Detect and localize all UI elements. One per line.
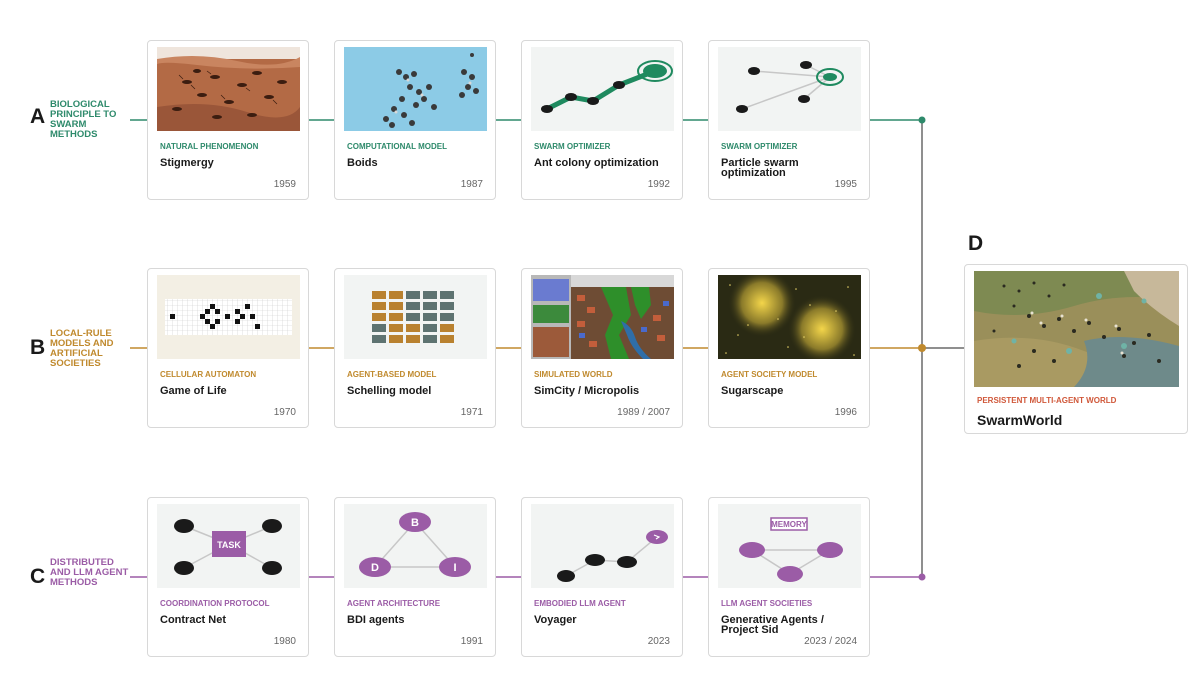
belief-node-label: B <box>411 517 419 529</box>
category-label: COORDINATION PROTOCOL <box>160 599 270 608</box>
method-name: Schelling model <box>347 385 432 397</box>
year-label: 1989 / 2007 <box>617 407 670 418</box>
method-name: Contract Net <box>160 614 227 626</box>
card-simcity: SIMULATED WORLD SimCity / Micropolis 198… <box>521 268 683 428</box>
card-stigmergy: NATURAL PHENOMENON Stigmergy 1959 <box>147 40 309 200</box>
junction-a <box>918 116 926 124</box>
task-node-label: TASK <box>217 540 241 550</box>
card-ant-colony: SWARM OPTIMIZER Ant colony optimization … <box>521 40 683 200</box>
row-title-a: BIOLOGICAL PRINCIPLE TO SWARM METHODS <box>50 99 117 140</box>
method-name: SimCity / Micropolis <box>534 385 640 397</box>
year-label: 2023 <box>647 636 670 647</box>
boids-flock-image <box>344 47 487 131</box>
category-label: EMBODIED LLM AGENT <box>534 599 626 608</box>
row-letter-c: C <box>30 565 46 588</box>
category-label: COMPUTATIONAL MODEL <box>347 142 447 151</box>
year-label: 1970 <box>273 407 296 418</box>
memory-node-label: MEMORY <box>771 520 807 529</box>
final-method-name: SwarmWorld <box>977 412 1063 428</box>
card-contract-net: TASK COORDINATION PROTOCOL Contract Net … <box>147 497 309 657</box>
agent-society-diagram: MEMORY <box>718 504 861 588</box>
year-label: 1980 <box>273 636 296 647</box>
method-name: BDI agents <box>347 614 405 626</box>
card-sugarscape: AGENT SOCIETY MODEL Sugarscape 1996 <box>708 268 870 428</box>
method-name: Voyager <box>534 614 577 626</box>
card-bdi: B D I AGENT ARCHITECTURE BDI agents 1991 <box>334 497 496 657</box>
year-label: 2023 / 2024 <box>804 636 857 647</box>
junction-b <box>918 344 926 352</box>
row-title-c: DISTRIBUTED AND LLM AGENT METHODS <box>50 557 129 588</box>
category-label: NATURAL PHENOMENON <box>160 142 259 151</box>
ants-photo <box>157 47 300 131</box>
card-swarmworld: PERSISTENT MULTI-AGENT WORLD SwarmWorld <box>964 264 1188 434</box>
card-game-of-life: CELLULAR AUTOMATON Game of Life 1970 <box>147 268 309 428</box>
method-name: Stigmergy <box>160 157 214 169</box>
card-generative-agents: MEMORY LLM AGENT SOCIETIES Generative Ag… <box>708 497 870 657</box>
simcity-map-image <box>531 275 674 359</box>
year-label: 1991 <box>460 636 483 647</box>
desire-node-label: D <box>371 562 379 574</box>
year-label: 1995 <box>834 179 857 190</box>
method-name: Game of Life <box>160 385 227 397</box>
year-label: 1959 <box>273 179 296 190</box>
category-label: CELLULAR AUTOMATON <box>160 370 257 379</box>
row-title-b: LOCAL-RULE MODELS AND ARTIFICIAL SOCIETI… <box>50 328 114 369</box>
contract-net-diagram: TASK <box>157 504 300 588</box>
particle-swarm-diagram <box>718 47 861 131</box>
final-category-label: PERSISTENT MULTI-AGENT WORLD <box>977 396 1117 405</box>
category-label: SWARM OPTIMIZER <box>534 142 611 151</box>
swarmworld-scene-image <box>974 271 1179 387</box>
category-label: AGENT SOCIETY MODEL <box>721 370 818 379</box>
category-label: AGENT-BASED MODEL <box>347 370 437 379</box>
ant-colony-path-diagram <box>531 47 674 131</box>
row-letter-a: A <box>30 105 46 128</box>
method-name: Particle swarm optimization <box>721 157 799 179</box>
card-schelling: AGENT-BASED MODEL Schelling model 1971 <box>334 268 496 428</box>
method-name: Sugarscape <box>721 385 784 397</box>
cellular-grid-image <box>157 275 300 359</box>
year-label: 1992 <box>647 179 670 190</box>
row-letter-d: D <box>968 232 984 255</box>
year-label: 1987 <box>460 179 483 190</box>
category-label: LLM AGENT SOCIETIES <box>721 599 813 608</box>
schelling-grid-image <box>344 275 487 359</box>
junction-c <box>918 573 926 581</box>
method-name: Boids <box>347 157 378 169</box>
card-voyager: EMBODIED LLM AGENT Voyager 2023 <box>521 497 683 657</box>
intention-node-label: I <box>453 562 456 574</box>
method-name: Generative Agents / Project Sid <box>721 614 824 636</box>
category-label: SWARM OPTIMIZER <box>721 142 798 151</box>
category-label: SIMULATED WORLD <box>534 370 613 379</box>
year-label: 1971 <box>460 407 483 418</box>
card-boids: COMPUTATIONAL MODEL Boids 1987 <box>334 40 496 200</box>
method-name: Ant colony optimization <box>534 157 659 169</box>
row-letter-b: B <box>30 336 46 359</box>
category-label: AGENT ARCHITECTURE <box>347 599 441 608</box>
sugarscape-image <box>718 275 861 359</box>
voyager-path-diagram <box>531 504 674 588</box>
bdi-diagram: B D I <box>344 504 487 588</box>
year-label: 1996 <box>834 407 857 418</box>
card-particle-swarm: SWARM OPTIMIZER Particle swarm optimizat… <box>708 40 870 200</box>
